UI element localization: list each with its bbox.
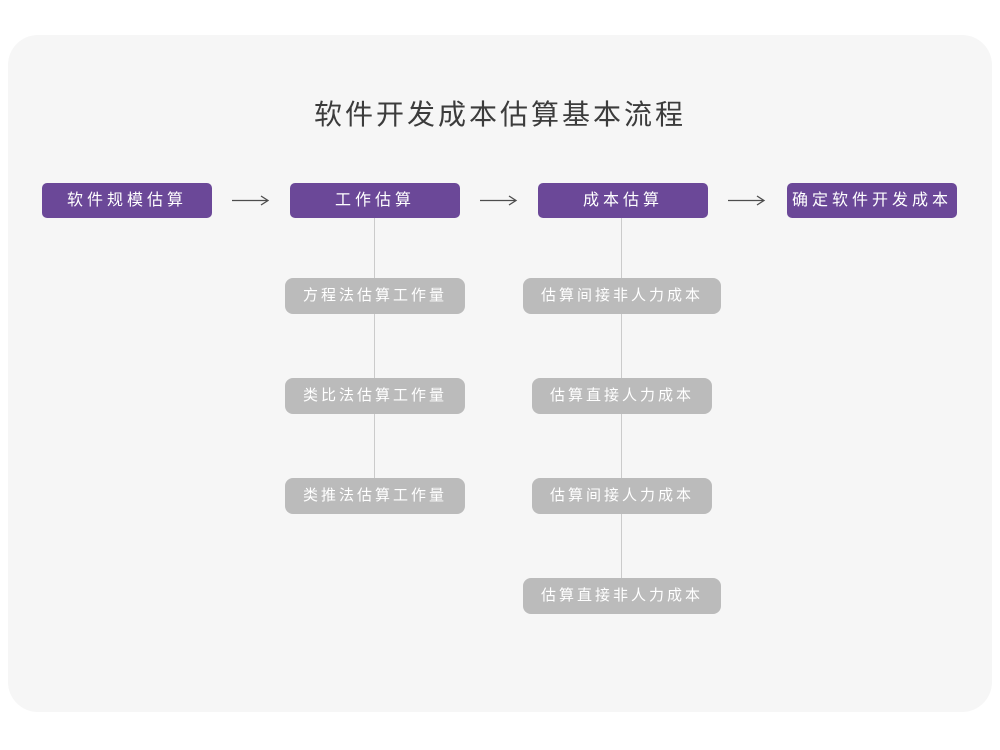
flow-stage-scale-estimation: 软件规模估算 <box>42 183 212 218</box>
diagram-card <box>8 35 992 712</box>
diagram-title: 软件开发成本估算基本流程 <box>313 99 686 130</box>
flow-stage-work-estimation: 工作估算 <box>290 183 460 218</box>
flow-stage-cost-estimation: 成本估算 <box>538 183 708 218</box>
right-arrow-icon <box>232 195 270 206</box>
cost-item-direct-nonlabor: 估算直接非人力成本 <box>522 578 722 614</box>
cost-item-direct-labor: 估算直接人力成本 <box>531 378 713 414</box>
right-arrow-icon <box>480 195 518 206</box>
flow-stage-final-cost: 确定软件开发成本 <box>787 183 957 218</box>
work-method-analogy: 类比法估算工作量 <box>284 378 466 414</box>
right-arrow-icon <box>728 195 766 206</box>
cost-item-indirect-labor: 估算间接人力成本 <box>531 478 713 514</box>
cost-item-indirect-nonlabor: 估算间接非人力成本 <box>522 278 722 314</box>
work-method-extrapolation: 类推法估算工作量 <box>284 478 466 514</box>
connector-line-work <box>374 218 375 490</box>
work-method-equation: 方程法估算工作量 <box>284 278 466 314</box>
